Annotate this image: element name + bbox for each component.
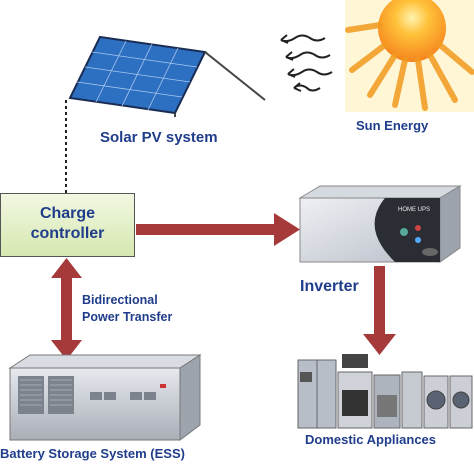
bidirectional-label-line1: Bidirectional <box>82 293 158 307</box>
inverter-label: Inverter <box>300 278 359 295</box>
inverter-icon: HOME UPS <box>298 185 462 263</box>
solar-panel-icon <box>68 35 266 117</box>
bidirectional-label: Bidirectional Power Transfer <box>82 292 172 326</box>
charge-controller-box: Charge controller <box>0 193 135 257</box>
battery-container-icon <box>8 354 202 441</box>
domestic-appliances-label: Domestic Appliances <box>305 432 437 447</box>
controller-to-inverter-arrow <box>136 213 300 246</box>
bidirectional-arrow <box>51 258 82 360</box>
charge-controller-label: Charge controller <box>30 205 105 242</box>
sun-ray-arrows <box>280 34 333 92</box>
bidirectional-label-line2: Power Transfer <box>82 310 173 324</box>
inverter-to-appliances-arrow <box>363 266 396 355</box>
solar-pv-label: Solar PV system <box>100 129 218 146</box>
sun-energy-label: Sun Energy <box>356 118 429 133</box>
sun-icon <box>345 0 474 112</box>
battery-storage-label: Battery Storage System (ESS) <box>0 446 185 461</box>
inverter-brand: HOME UPS <box>398 207 430 213</box>
appliances-icon <box>297 354 473 429</box>
